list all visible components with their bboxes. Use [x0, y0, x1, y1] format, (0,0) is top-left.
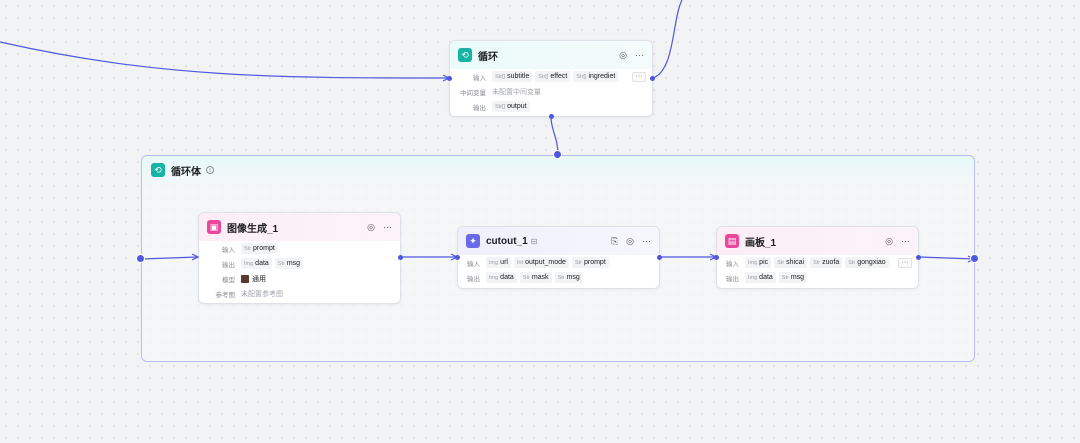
- input-pill: Str[]ingrediet: [573, 71, 619, 82]
- model-value: 通用: [252, 275, 266, 283]
- canvas-input-port[interactable]: [714, 255, 719, 260]
- output-label: 输出: [222, 261, 235, 269]
- image-gen-header[interactable]: ▣ 图像生成_1 ◎ ···: [199, 213, 400, 241]
- canvas-output-port[interactable]: [916, 255, 921, 260]
- model-avatar: [241, 274, 249, 283]
- debug-target-icon[interactable]: ◎: [367, 221, 375, 232]
- loop-output-port[interactable]: [650, 76, 655, 81]
- loop-body-title: 循环体: [171, 166, 201, 178]
- image-gen-icon: ▣: [207, 220, 221, 234]
- input-label: 输入: [473, 74, 486, 82]
- debug-target-icon[interactable]: ◎: [626, 235, 634, 246]
- loop-mid-row: 中间变量 未配置中间变量: [450, 84, 652, 99]
- input-pill: Str[]effect: [535, 71, 571, 82]
- input-label: 输入: [222, 246, 235, 254]
- model-label: 模型: [222, 276, 235, 284]
- more-inputs-button[interactable]: ···: [898, 257, 912, 268]
- loop-body-left-port[interactable]: [136, 254, 145, 263]
- wire-incoming-loop: [0, 41, 450, 79]
- image-model-row: 模型 通用: [199, 271, 400, 286]
- debug-target-icon[interactable]: ◎: [619, 49, 627, 60]
- image-ref-row: 参考图 未配置参考图: [199, 286, 400, 301]
- canvas-title: 画板_1: [745, 237, 777, 249]
- debug-target-icon[interactable]: ◎: [885, 235, 893, 246]
- loop-body-header[interactable]: ⟲ 循环体 i: [142, 156, 974, 184]
- ref-value: 未配置参考图: [241, 290, 283, 298]
- more-dots-icon[interactable]: ···: [901, 235, 910, 246]
- output-pill: Str[]output: [492, 101, 530, 112]
- loop-body-right-port[interactable]: [970, 254, 979, 263]
- plugin-badge-icon: ⊟: [530, 236, 538, 246]
- image-output-port[interactable]: [398, 255, 403, 260]
- cutout-title: cutout_1: [486, 235, 528, 247]
- more-dots-icon[interactable]: ···: [642, 235, 651, 246]
- loop-node-title: 循环: [478, 51, 498, 63]
- loop-body-port[interactable]: [549, 114, 554, 119]
- mid-var-value: 未配置中间变量: [492, 88, 541, 96]
- cutout-input-port[interactable]: [455, 255, 460, 260]
- loop-icon: ⟲: [151, 163, 165, 177]
- cutout-icon: ✦: [466, 234, 480, 248]
- loop-input-port[interactable]: [447, 76, 452, 81]
- ref-label: 参考图: [215, 291, 236, 299]
- cutout-header[interactable]: ✦ cutout_1 ⊟ ⎘ ◎ ···: [458, 227, 659, 255]
- cutout-output-port[interactable]: [657, 255, 662, 260]
- canvas-header[interactable]: ▤ 画板_1 ◎ ···: [717, 227, 918, 255]
- output-label: 输出: [473, 104, 486, 112]
- input-label: 输入: [467, 260, 480, 268]
- loop-node[interactable]: ⟲ 循环 ◎ ··· 输入 Str[]subtitle Str[]effect …: [449, 40, 653, 117]
- loop-node-header[interactable]: ⟲ 循环 ◎ ···: [450, 41, 652, 69]
- loop-output-row: 输出 Str[]output: [450, 99, 652, 114]
- output-label: 输出: [726, 275, 739, 283]
- image-gen-title: 图像生成_1: [227, 223, 279, 235]
- loop-input-row: 输入 Str[]subtitle Str[]effect Str[]ingred…: [450, 69, 652, 84]
- mid-var-label: 中间变量: [460, 89, 486, 97]
- more-inputs-button[interactable]: ···: [632, 71, 646, 82]
- more-dots-icon[interactable]: ···: [635, 49, 644, 60]
- wire-loop-out-top: [652, 0, 683, 79]
- loop-body-top-port[interactable]: [553, 150, 562, 159]
- canvas-icon: ▤: [725, 234, 739, 248]
- info-icon[interactable]: i: [206, 166, 214, 174]
- more-dots-icon[interactable]: ···: [383, 221, 392, 232]
- loop-icon: ⟲: [458, 48, 472, 62]
- input-pill: Str[]subtitle: [492, 71, 533, 82]
- input-label: 输入: [726, 260, 739, 268]
- copy-icon[interactable]: ⎘: [610, 235, 619, 246]
- output-label: 输出: [467, 275, 480, 283]
